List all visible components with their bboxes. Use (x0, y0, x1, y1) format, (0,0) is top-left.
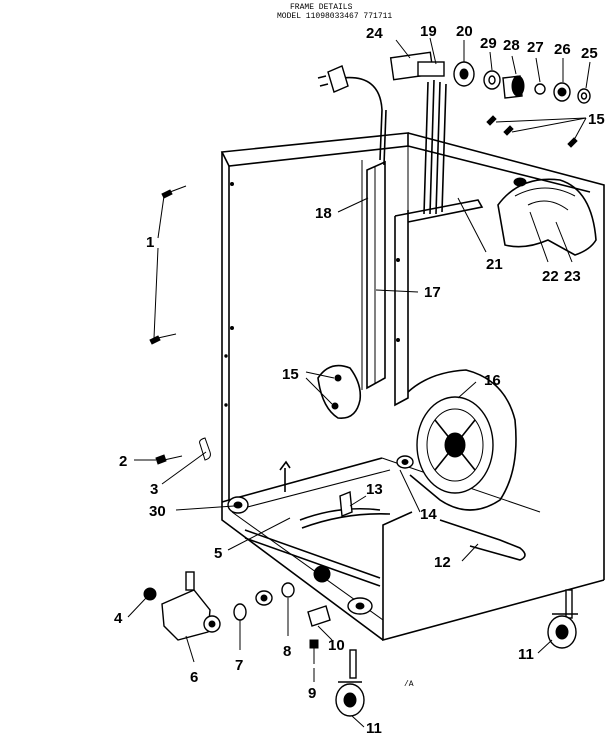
callout-25: 25 (581, 45, 598, 62)
callout-12: 12 (434, 554, 451, 571)
screw-part-2 (155, 454, 183, 465)
floor-parts (227, 455, 526, 615)
model-number: MODEL 11098033467 771711 (277, 12, 392, 21)
bearing-parts-row (453, 61, 591, 104)
callout-30: 30 (149, 503, 166, 520)
callout-16: 16 (484, 372, 501, 389)
callout-labels: 1 2 3 4 5 6 7 8 9 10 11 11 12 13 14 15 1… (114, 23, 605, 733)
leader-lines (127, 37, 591, 728)
callout-14: 14 (420, 506, 437, 523)
motor-bracket (317, 364, 362, 419)
valve-assembly (143, 571, 331, 664)
callout-11-front: 11 (366, 720, 382, 733)
callout-10: 10 (328, 637, 345, 654)
callout-28: 28 (503, 37, 520, 54)
cabinet-frame (199, 132, 605, 642)
callout-29: 29 (480, 35, 497, 52)
callout-19: 19 (420, 23, 437, 40)
callout-20: 20 (456, 23, 473, 40)
callout-11-rear: 11 (518, 646, 534, 663)
callout-9: 9 (308, 685, 316, 702)
caster-front (335, 649, 365, 717)
screws-part-1 (149, 185, 187, 345)
callout-6: 6 (190, 669, 198, 686)
callout-22: 22 (542, 268, 559, 285)
callout-7: 7 (235, 657, 243, 674)
callout-15-bracket: 15 (282, 366, 299, 383)
callout-26: 26 (554, 41, 571, 58)
callout-17: 17 (424, 284, 441, 301)
wiring-harness (317, 51, 447, 215)
callout-1: 1 (146, 234, 154, 251)
callout-8: 8 (283, 643, 291, 660)
callout-21: 21 (486, 256, 503, 273)
footer-mark: /A (404, 680, 414, 689)
callout-5: 5 (214, 545, 222, 562)
callout-3: 3 (150, 481, 158, 498)
caster-rear (547, 589, 578, 649)
callout-23: 23 (564, 268, 581, 285)
callout-15-top: 15 (588, 111, 605, 128)
blower-wheel (407, 369, 517, 511)
callout-24: 24 (366, 25, 383, 42)
callout-4: 4 (114, 610, 123, 627)
callout-2: 2 (119, 453, 127, 470)
callout-18: 18 (315, 205, 332, 222)
top-screws (486, 115, 578, 148)
callout-13: 13 (366, 481, 383, 498)
blower-housing-top (497, 177, 597, 256)
callout-27: 27 (527, 39, 544, 56)
diagram-title: FRAME DETAILS (290, 3, 353, 12)
